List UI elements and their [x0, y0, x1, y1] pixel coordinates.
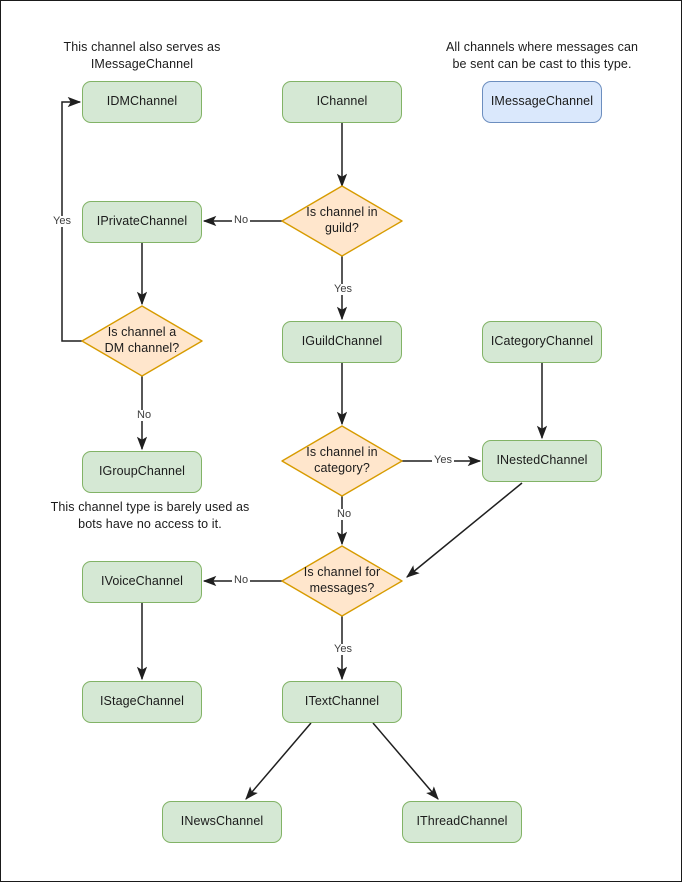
- node-istagechannel[interactable]: IStageChannel: [82, 681, 202, 723]
- node-itextchannel[interactable]: ITextChannel: [282, 681, 402, 723]
- node-ithreadchannel[interactable]: IThreadChannel: [402, 801, 522, 843]
- note-group-channel: This channel type is barely used as bots…: [42, 499, 258, 533]
- diamond-guild-line2: guild?: [325, 221, 359, 235]
- node-is-channel-dm[interactable]: Is channel a DM channel?: [82, 306, 202, 376]
- diamond-category-label: Is channel in category?: [282, 426, 402, 496]
- node-igroupchannel[interactable]: IGroupChannel: [82, 451, 202, 493]
- note-dm-line1: This channel also serves as: [63, 40, 221, 54]
- node-idmchannel[interactable]: IDMChannel: [82, 81, 202, 123]
- edge-label-category-no: No: [335, 508, 354, 520]
- edge-itextchannel-to-ithreadchannel: [372, 722, 439, 800]
- edge-label-guild-yes: Yes: [332, 283, 354, 295]
- diamond-category-line1: Is channel in: [306, 445, 378, 460]
- diamond-dm-line1: Is channel a: [107, 325, 177, 340]
- note-dm-channel: This channel also serves as IMessageChan…: [52, 39, 232, 73]
- diamond-guild-label: Is channel in guild?: [282, 186, 402, 256]
- diamond-messages-line1: Is channel for: [303, 565, 381, 580]
- note-dm-line2: IMessageChannel: [90, 56, 194, 71]
- note-message-line1: All channels where messages can: [445, 40, 639, 54]
- edge-label-dm-no: No: [135, 409, 154, 421]
- edge-label-category-yes: Yes: [432, 454, 454, 466]
- node-iprivatechannel[interactable]: IPrivateChannel: [82, 201, 202, 243]
- note-group-line1: This channel type is barely used as: [50, 500, 250, 514]
- node-icategorychannel[interactable]: ICategoryChannel: [482, 321, 602, 363]
- diamond-category-line2: category?: [314, 461, 370, 475]
- node-ivoicechannel[interactable]: IVoiceChannel: [82, 561, 202, 603]
- edge-inestedchannel-to-messages: [406, 482, 523, 578]
- edge-label-messages-no: No: [232, 574, 251, 586]
- node-is-channel-in-category[interactable]: Is channel in category?: [282, 426, 402, 496]
- node-is-channel-in-guild[interactable]: Is channel in guild?: [282, 186, 402, 256]
- diamond-guild-line1: Is channel in: [306, 205, 378, 220]
- note-group-line2: bots have no access to it.: [78, 516, 222, 531]
- diamond-dm-line2: DM channel?: [104, 341, 180, 355]
- diamond-messages-label: Is channel for messages?: [282, 546, 402, 616]
- node-inewschannel[interactable]: INewsChannel: [162, 801, 282, 843]
- node-iguildchannel[interactable]: IGuildChannel: [282, 321, 402, 363]
- edge-label-guild-no: No: [232, 214, 251, 226]
- node-ichannel[interactable]: IChannel: [282, 81, 402, 123]
- note-message-line2: be sent can be cast to this type.: [452, 56, 632, 71]
- edge-label-dm-yes: Yes: [51, 215, 73, 227]
- node-imessagechannel[interactable]: IMessageChannel: [482, 81, 602, 123]
- node-inestedchannel[interactable]: INestedChannel: [482, 440, 602, 482]
- diamond-messages-line2: messages?: [309, 581, 375, 595]
- edge-itextchannel-to-inewschannel: [245, 722, 312, 800]
- note-message-channel: All channels where messages can be sent …: [437, 39, 647, 73]
- edge-label-messages-yes: Yes: [332, 643, 354, 655]
- diamond-dm-label: Is channel a DM channel?: [82, 306, 202, 376]
- node-is-channel-for-messages[interactable]: Is channel for messages?: [282, 546, 402, 616]
